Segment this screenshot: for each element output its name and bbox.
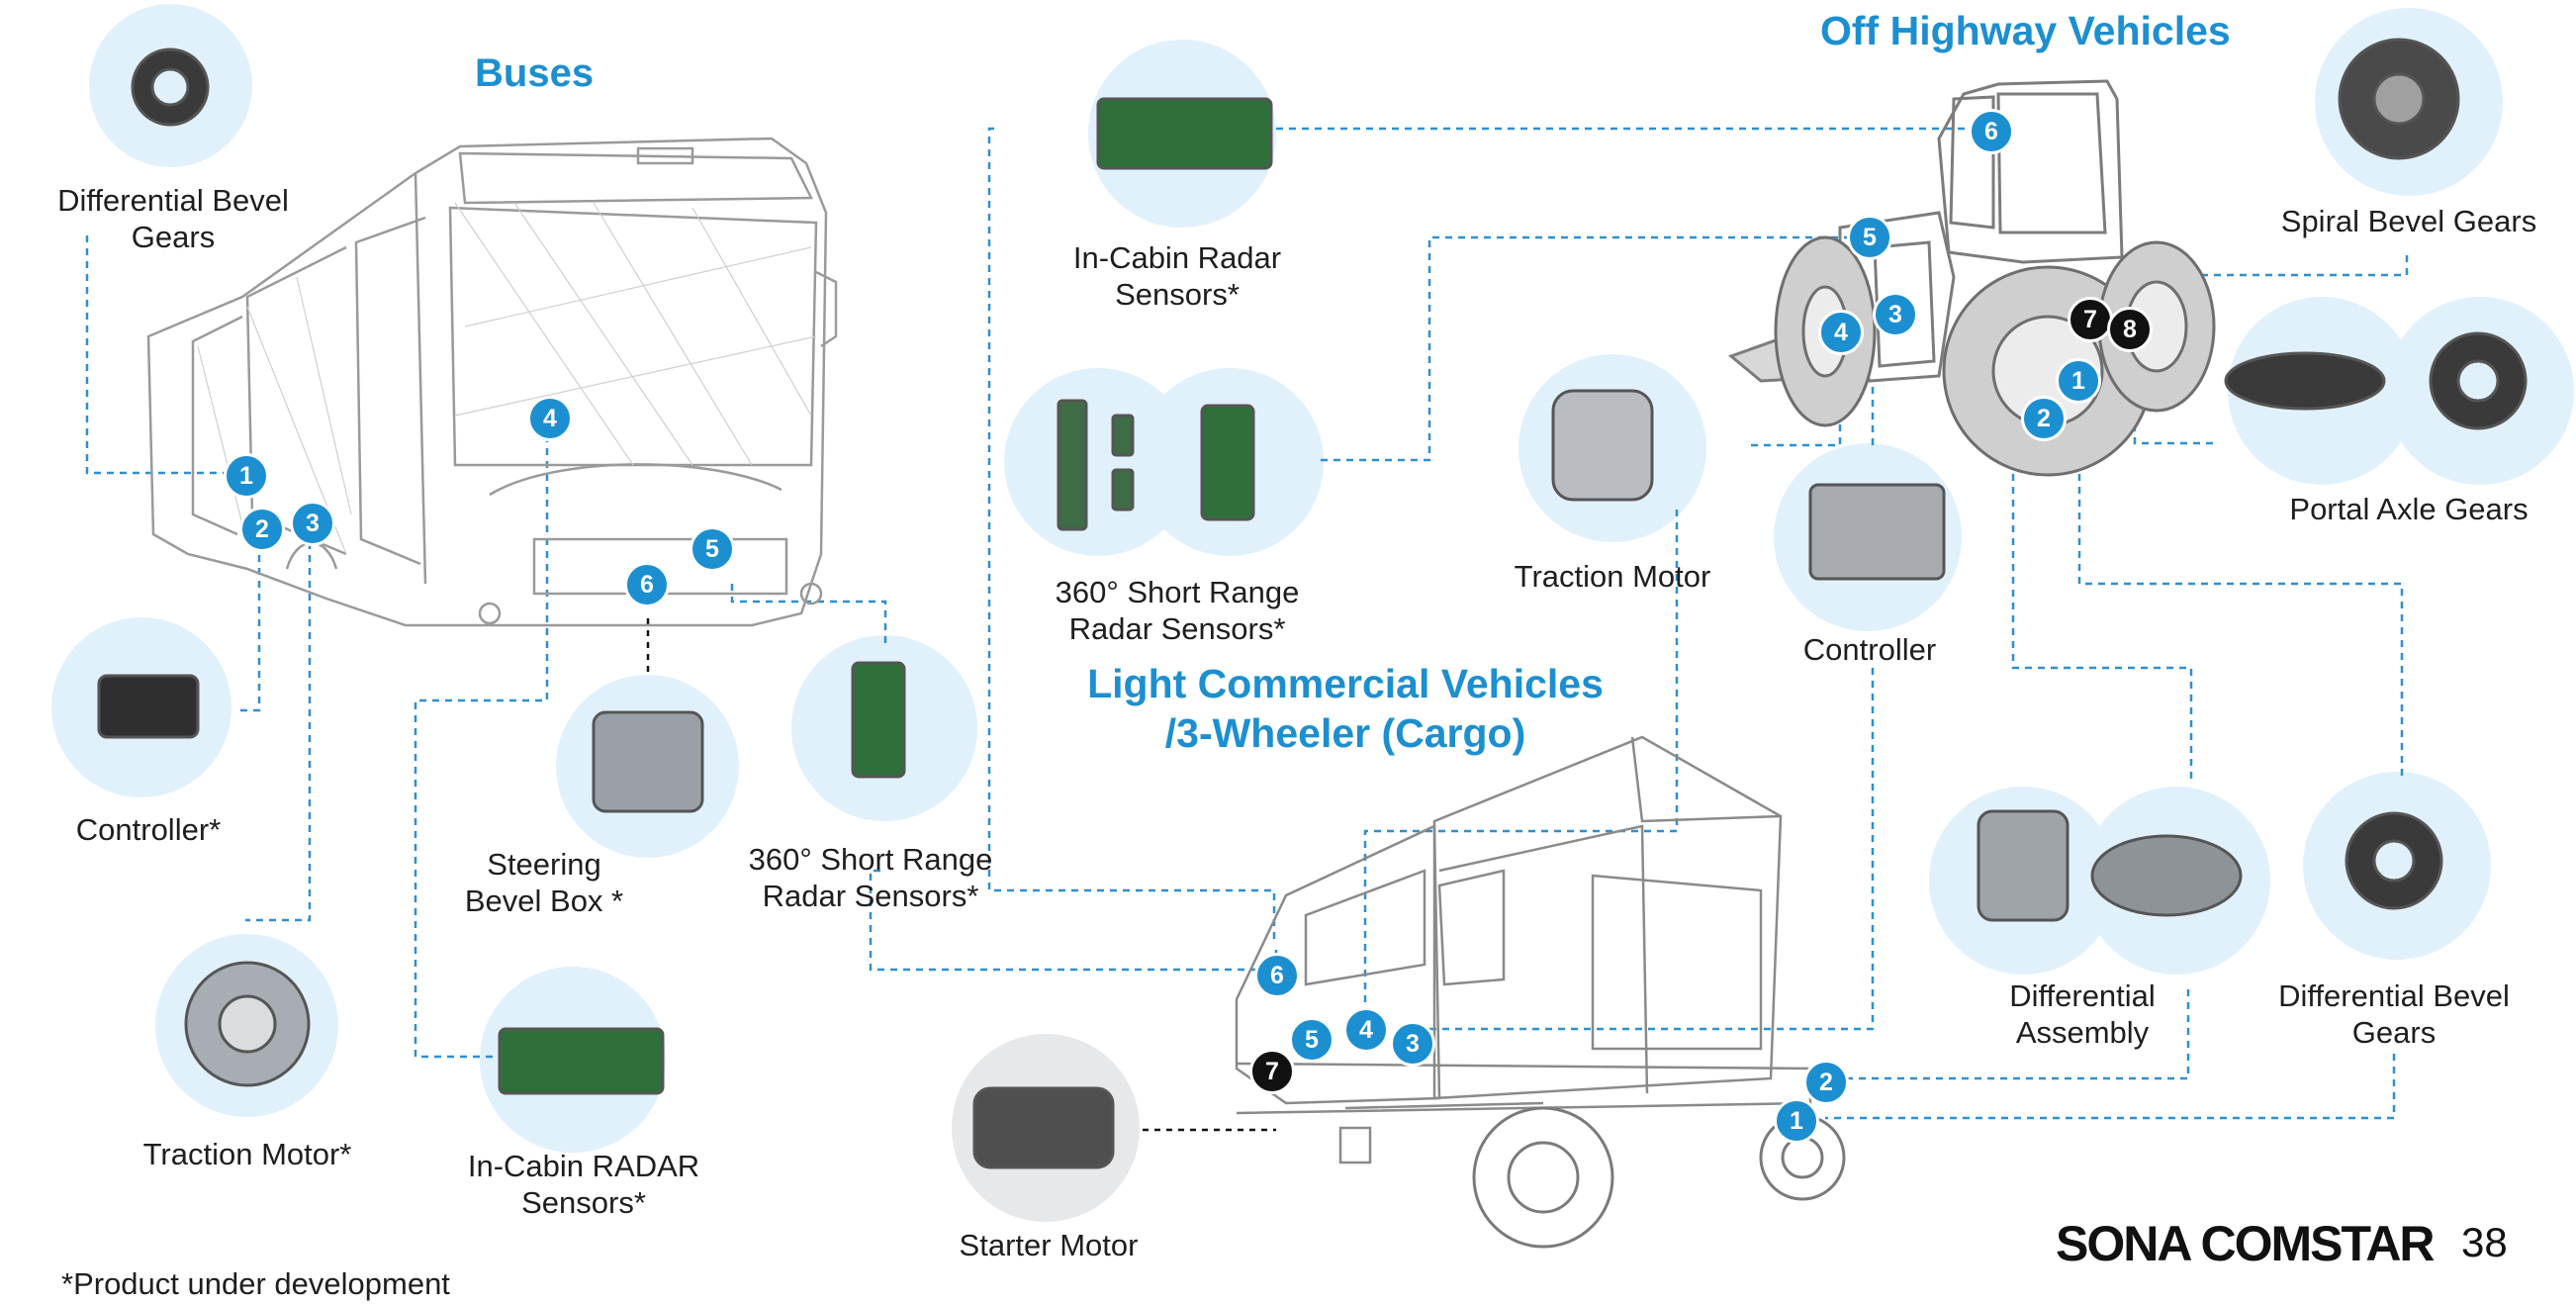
connector-360-radar <box>1321 235 1860 462</box>
connector-incabin-radar <box>987 127 1276 945</box>
label-line: In-Cabin Radar <box>1072 240 1282 275</box>
label-bus-controller: Controller* <box>75 812 222 847</box>
label-steering-bevel-box: Steering Bevel Box * <box>445 846 643 919</box>
label-line: Radar Sensors* <box>1068 611 1286 646</box>
label-line: Differential <box>2009 978 2156 1013</box>
badge-truck-6: 6 <box>1254 953 1300 998</box>
label-lcv-diff-bevel: Differential Bevel Gears <box>2260 978 2528 1051</box>
badge-bus-4: 4 <box>527 396 573 441</box>
label-line: Assembly <box>2015 1015 2150 1050</box>
label-incabin-radar: In-Cabin Radar Sensors* <box>1049 239 1306 313</box>
label-spiral-bevel: Spiral Bevel Gears <box>2280 204 2537 238</box>
badge-tractor-3: 3 <box>1873 292 1918 337</box>
connector-controller-ohv <box>1425 668 1875 1031</box>
connector-bus-3 <box>245 542 312 922</box>
label-line: Sensors* <box>521 1185 646 1220</box>
badge-tractor-6: 6 <box>1969 109 2014 154</box>
label-line: Differential Bevel <box>2278 978 2510 1013</box>
connector-diff-assembly <box>1825 989 2190 1080</box>
label-line: 360° Short Range <box>1055 575 1300 609</box>
section-title-off-highway: Off Highway Vehicles <box>1820 8 2231 53</box>
brand-logo: SONA COMSTAR <box>2056 1216 2436 1271</box>
badge-tractor-2: 2 <box>2021 396 2067 441</box>
label-line: Gears <box>131 220 216 254</box>
label-bus-traction-motor: Traction Motor* <box>142 1137 352 1171</box>
label-line: Differential Bevel <box>57 183 289 218</box>
connector-bus-5 <box>730 584 887 643</box>
badge-tractor-5: 5 <box>1847 215 1892 260</box>
badge-truck-1: 1 <box>1774 1098 1819 1144</box>
badge-truck-5: 5 <box>1289 1017 1334 1063</box>
badge-tractor-7: 7 <box>2068 297 2113 342</box>
connector-bus-2 <box>237 542 261 712</box>
connector-traction-ohv <box>1363 510 1679 1034</box>
label-starter-motor: Starter Motor <box>959 1228 1139 1262</box>
label-line: Radar Sensors* <box>762 879 979 913</box>
badge-truck-7: 7 <box>1249 1049 1295 1094</box>
label-line: Steering <box>487 847 601 882</box>
badge-bus-1: 1 <box>224 453 269 499</box>
badge-truck-2: 2 <box>1803 1060 1849 1105</box>
tractor-wheels <box>1774 235 2216 477</box>
label-portal-axle: Portal Axle Gears <box>2289 492 2529 526</box>
label-line: Gears <box>2351 1015 2437 1050</box>
badge-bus-5: 5 <box>690 526 735 572</box>
label-diff-assembly: Differential Assembly <box>1978 978 2186 1051</box>
label-ohv-traction-motor: Traction Motor <box>1514 559 1711 594</box>
connector-diff-bevel-tractor <box>2077 435 2404 777</box>
badge-bus-6: 6 <box>624 562 670 607</box>
label-line: In-Cabin RADAR <box>467 1149 700 1183</box>
truck-illustration <box>1235 735 1812 1164</box>
connector-traction-tractor <box>1751 371 1842 447</box>
label-line: Sensors* <box>1115 277 1240 312</box>
page-number: 38 <box>2461 1219 2508 1265</box>
label-bus-incabin-radar: In-Cabin RADAR Sensors* <box>445 1148 722 1221</box>
bus-illustration <box>146 137 838 627</box>
product-icons <box>97 38 2528 1169</box>
label-bus-diff-bevel: Differential Bevel Gears <box>40 182 307 255</box>
section-title-buses: Buses <box>475 51 595 95</box>
connector-diff-to-tractor <box>2011 435 2193 782</box>
connector-bus-1 <box>85 235 226 475</box>
footnote: *Product under development <box>61 1266 450 1301</box>
label-line: Bevel Box * <box>464 884 624 918</box>
connector-diff-bevel-lcv <box>1825 1054 2396 1120</box>
connector-bus-4 <box>414 435 549 1059</box>
badge-truck-3: 3 <box>1390 1021 1435 1067</box>
badge-tractor-4: 4 <box>1818 310 1864 355</box>
badge-bus-3: 3 <box>290 501 335 546</box>
badge-bus-2: 2 <box>239 507 285 552</box>
label-radar-360: 360° Short Range Radar Sensors* <box>1039 574 1316 647</box>
label-line: 360° Short Range <box>748 842 993 877</box>
badge-tractor-8: 8 <box>2107 307 2153 352</box>
badge-truck-4: 4 <box>1343 1007 1389 1053</box>
label-bus-360-radar: 360° Short Range Radar Sensors* <box>742 841 999 914</box>
badge-tractor-1: 1 <box>2056 358 2101 404</box>
section-title-lcv-line1: Light Commercial Vehicles <box>1087 661 1604 706</box>
section-title-lcv-line2: /3-Wheeler (Cargo) <box>1164 710 1526 756</box>
connector-spiral <box>2125 255 2409 277</box>
label-ohv-controller: Controller <box>1802 632 1937 667</box>
